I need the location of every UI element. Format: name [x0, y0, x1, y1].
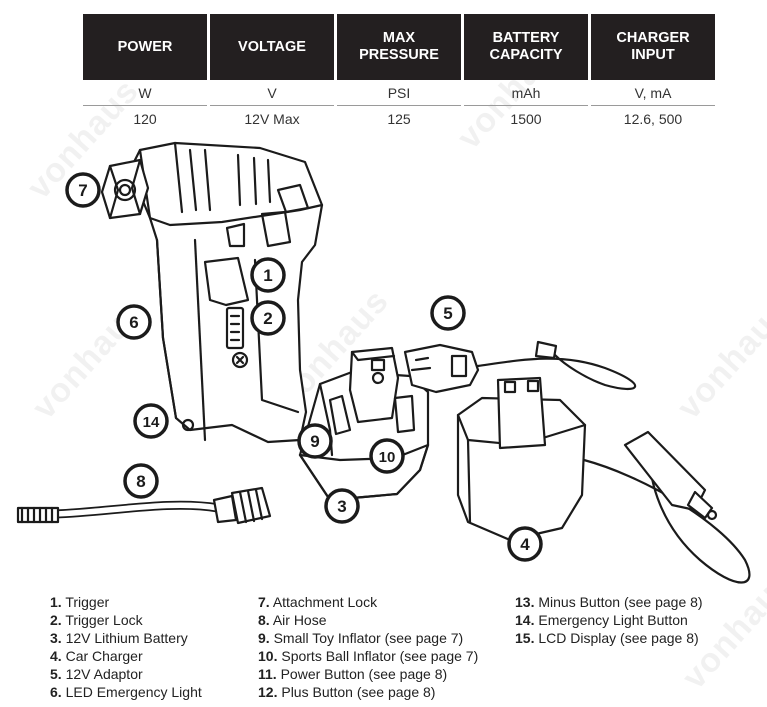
callout-9-label: 9: [310, 432, 319, 451]
product-illustration: 1 2 3 4 5 6 7 8 9 10 14: [16, 141, 751, 584]
legend-item: 4. Car Charger: [50, 648, 143, 664]
legend-item: 3. 12V Lithium Battery: [50, 630, 188, 646]
callout-8: [123, 463, 159, 499]
callout-9: [297, 423, 333, 459]
spec-unit: V: [210, 80, 334, 106]
legend-item: 10. Sports Ball Inflator (see page 7): [258, 648, 479, 664]
spec-unit: W: [83, 80, 207, 106]
callout-2-label: 2: [263, 309, 272, 328]
callout-14: [133, 403, 169, 439]
legend-item: 15. LCD Display (see page 8): [515, 630, 699, 646]
spec-unit: mAh: [464, 80, 588, 106]
legend-item: 8. Air Hose: [258, 612, 327, 628]
spec-value: 12V Max: [244, 110, 300, 127]
parts-legend-col-1: 1. Trigger 2. Trigger Lock 3. 12V Lithiu…: [50, 593, 202, 701]
spec-value: 12.6, 500: [623, 110, 683, 127]
callout-5: [430, 295, 466, 331]
callout-2: [250, 300, 286, 336]
callout-4-label: 4: [520, 535, 530, 554]
spec-value: 125: [387, 110, 411, 127]
callout-10-label: 10: [379, 449, 396, 466]
parts-legend-col-2: 7. Attachment Lock 8. Air Hose 9. Small …: [258, 593, 478, 701]
spec-header-charger-input: CHARGER INPUT: [591, 14, 715, 80]
spec-unit: PSI: [337, 80, 461, 106]
legend-item: 5. 12V Adaptor: [50, 666, 143, 682]
legend-item: 9. Small Toy Inflator (see page 7): [258, 630, 464, 646]
legend-item: 14. Emergency Light Button: [515, 612, 688, 628]
spec-header-power: POWER: [83, 14, 207, 80]
air-hose-illustration: [16, 486, 272, 525]
spec-value: 1500: [510, 110, 542, 127]
callout-1-label: 1: [263, 266, 272, 285]
spec-header-max-pressure: MAX PRESSURE: [337, 14, 461, 80]
callout-3-label: 3: [337, 497, 346, 516]
inflator-illustration: [100, 141, 324, 444]
legend-item: 13. Minus Button (see page 8): [515, 594, 703, 610]
callout-7-label: 7: [78, 181, 87, 200]
adaptor-illustration: [403, 340, 637, 394]
spec-value: 120: [133, 110, 157, 127]
callout-6-label: 6: [129, 313, 138, 332]
spec-header-voltage: VOLTAGE: [210, 14, 334, 80]
legend-item: 6. LED Emergency Light: [50, 684, 202, 700]
callout-7: [65, 172, 101, 208]
callout-5-label: 5: [443, 304, 452, 323]
callout-10: [369, 438, 405, 474]
legend-item: 11. Power Button (see page 8): [258, 666, 448, 682]
callout-1: [250, 257, 286, 293]
callout-3: [324, 488, 360, 524]
callout-4: [507, 526, 543, 562]
legend-item: 12. Plus Button (see page 8): [258, 684, 436, 700]
callout-8-label: 8: [136, 472, 145, 491]
spec-unit: V, mA: [591, 80, 715, 106]
parts-legend-col-3: 13. Minus Button (see page 8) 14. Emerge…: [515, 593, 703, 647]
legend-item: 2. Trigger Lock: [50, 612, 143, 628]
car-charger-illustration: [456, 376, 751, 584]
legend-item: 7. Attachment Lock: [258, 594, 378, 610]
callout-6: [116, 304, 152, 340]
spec-table: POWER VOLTAGE MAX PRESSURE BATTERY CAPAC…: [83, 14, 715, 131]
callout-14-label: 14: [143, 414, 160, 431]
legend-item: 1. Trigger: [50, 594, 110, 610]
spec-header-battery-capacity: BATTERY CAPACITY: [464, 14, 588, 80]
